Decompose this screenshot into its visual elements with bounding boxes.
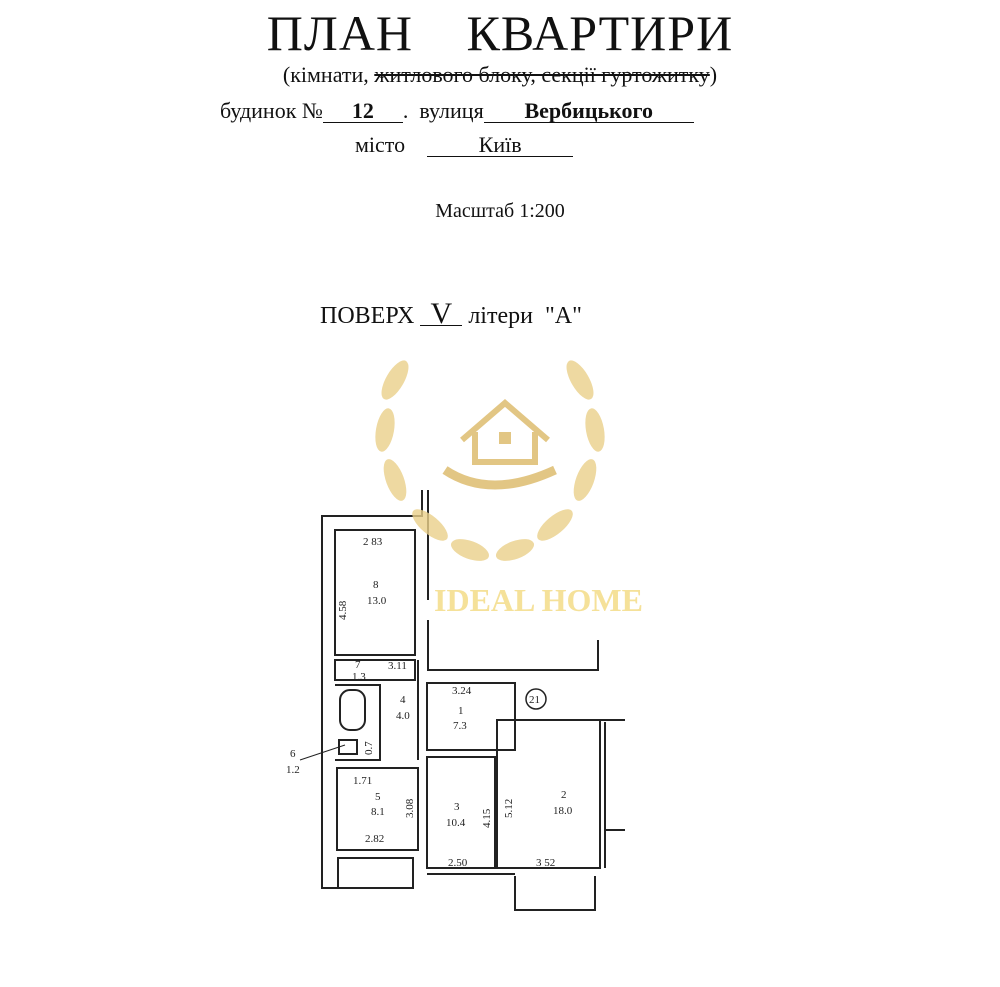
room-labels: 8 13.0 7 1.3 4 4.0 6 1.2 5 8.1 1 7.3 3 1… [286,579,573,829]
dimension: 3.24 [452,685,472,697]
room-area: 1.2 [286,764,300,776]
apartment-number-circle [525,688,547,710]
apartment-number: 21 [529,694,540,706]
dimension: 3 52 [536,857,555,869]
room-number: 6 [290,748,296,760]
room-area: 18.0 [553,805,573,817]
subtitle-struck: житлового блоку, секції гуртожитку [374,62,710,87]
walls [321,490,625,911]
room-area: 10.4 [446,817,466,829]
house-label: будинок № [220,98,323,123]
street: Вербицького [483,100,694,123]
dimension: 3.11 [388,660,407,672]
dimension: 5.12 [503,799,515,818]
room-number: 4 [400,694,406,706]
leader-line [299,744,346,761]
dimension: 4.15 [481,808,493,828]
dimension: 1.71 [353,775,372,787]
room-number: 3 [454,801,460,813]
room-area: 7.3 [453,720,467,732]
subtitle-kept: кімнати, [290,62,375,87]
dimension: 2.50 [448,857,468,869]
floor-label: ПОВЕРХ [320,303,415,329]
dimension: 4.58 [337,600,349,620]
dimension: 3.08 [404,798,416,818]
dimension-labels: 2 83 4.58 3.11 0.7 1.71 3.08 2.82 3.24 4… [337,536,555,869]
dimension: 2.82 [365,833,384,845]
paren: ) [709,62,718,87]
dimension: 0.7 [363,741,375,755]
room-area: 13.0 [367,595,387,607]
paren: ( [282,62,291,87]
room-area: 1.3 [352,671,366,683]
city: Київ [427,134,574,157]
street-label: вулиця [419,98,484,123]
house-in-hand-icon [442,399,557,490]
floor-line: ПОВЕРХ V літери "А" [320,299,582,330]
watermark-text: IDEAL HOME [434,582,643,618]
room-number: 1 [458,705,464,717]
scale: Масштаб 1:200 [435,200,565,222]
room-number: 5 [375,791,381,803]
letter: "А" [544,303,582,329]
room-number: 2 [561,789,567,801]
city-label: місто [355,132,406,157]
room-area: 4.0 [396,710,410,722]
floor-number: V [420,299,463,329]
city-line: місто Київ [355,132,574,158]
letter-label: літери [468,303,533,329]
watermark: IDEAL HOME [375,360,643,618]
room-area: 8.1 [371,806,385,818]
room-number: 7 [355,659,361,671]
laurel-icon [375,360,605,561]
page-title: ПЛАН КВАРТИРИ [266,5,734,61]
dimension: 2 83 [363,536,383,548]
subtitle: (кімнати, житлового блоку, секції гуртож… [0,62,1000,88]
room-number: 8 [373,579,379,591]
house-number: 12 [322,100,403,123]
